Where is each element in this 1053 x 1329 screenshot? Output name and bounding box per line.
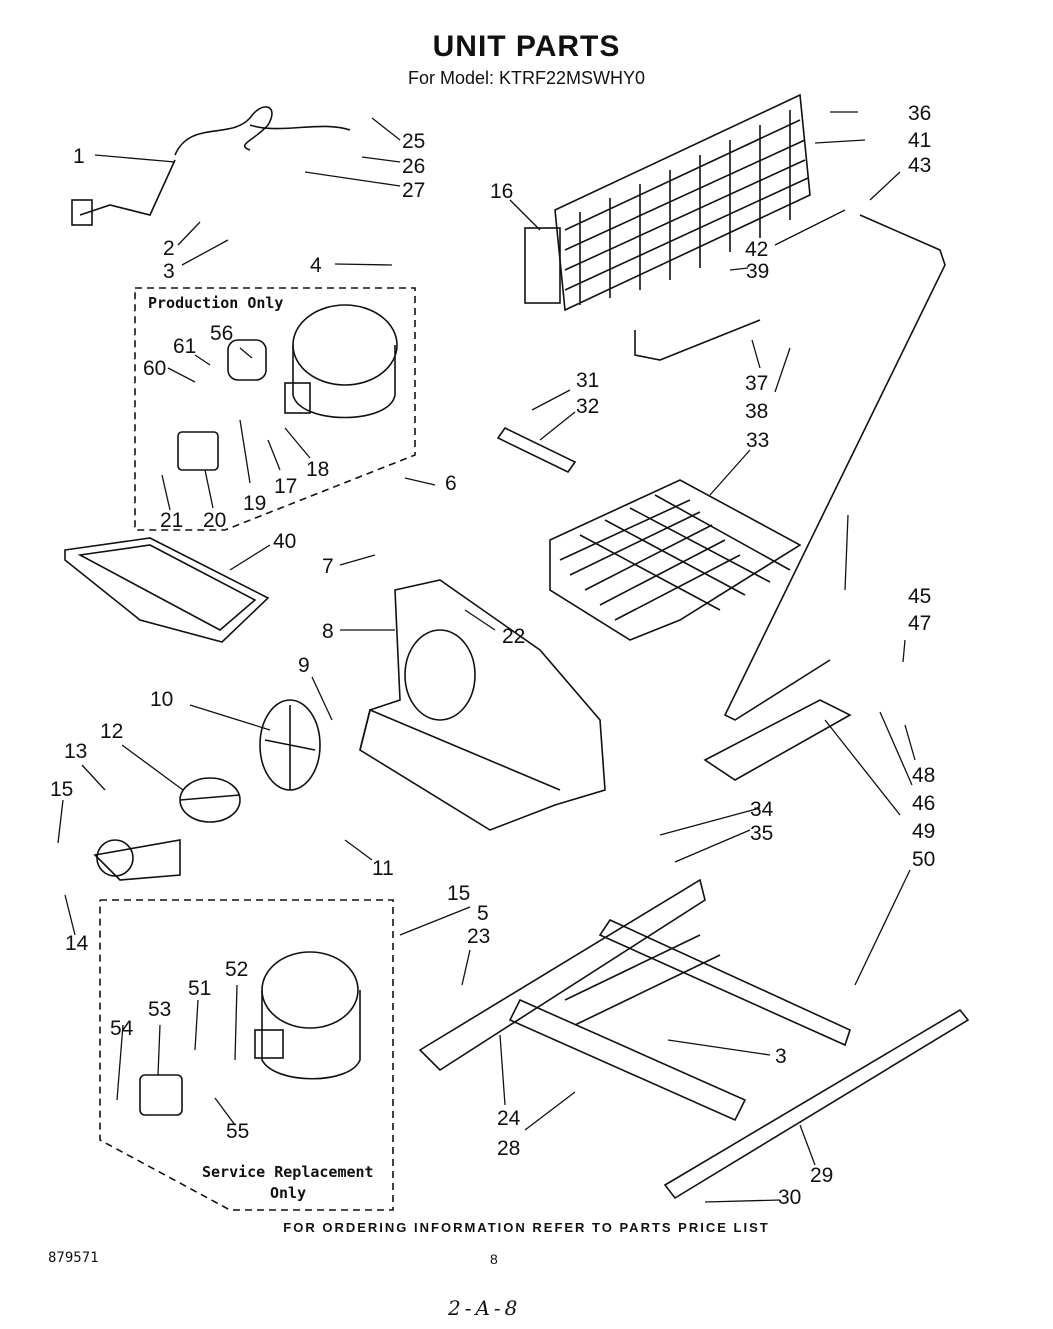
service-relay [139,1074,183,1116]
callout-26: 26 [402,155,425,178]
callout-54: 54 [110,1017,134,1040]
callout-8: 8 [322,620,334,643]
handwritten-note: 2-A-8 [448,1296,522,1320]
service-box-outline [99,899,394,1211]
callout-56: 56 [210,322,233,345]
callout-46: 46 [912,792,935,815]
callout-51: 51 [188,977,211,1000]
condenser-coil [524,93,811,312]
callout-61: 61 [173,335,196,358]
service-only-label: Only [270,1184,307,1202]
callout-6: 6 [445,472,457,495]
callout-20: 20 [203,509,226,532]
callout-37: 37 [745,372,768,395]
callout-14: 14 [65,932,89,955]
callout-3: 3 [163,260,175,283]
production-box-outline [134,287,416,531]
callout-28: 28 [497,1137,520,1160]
callout-22: 22 [502,625,525,648]
callout-36: 36 [908,102,931,125]
fan-blade [259,699,321,791]
document-number: 879571 [48,1250,99,1266]
callout-5: 5 [477,902,489,925]
fan-shroud [359,579,606,831]
callout-3b: 3 [775,1045,787,1068]
callout-53: 53 [148,998,171,1021]
callout-18: 18 [306,458,329,481]
bracket [703,699,852,781]
ordering-footer: FOR ORDERING INFORMATION REFER TO PARTS … [283,1220,770,1235]
callout-27: 27 [402,179,425,202]
callout-7: 7 [322,555,334,578]
callout-21: 21 [160,509,183,532]
compressor-production [284,304,398,419]
callout-47: 47 [908,612,931,635]
callout-2: 2 [163,237,175,260]
callout-60: 60 [143,357,166,380]
callout-38: 38 [745,400,768,423]
callout-1: 1 [73,145,85,168]
drier [496,426,577,474]
callout-43: 43 [908,154,931,177]
callout-24: 24 [497,1107,521,1130]
callout-30: 30 [778,1186,801,1209]
capacitor [227,339,267,381]
callout-33: 33 [746,429,769,452]
drain-pan [64,537,270,643]
callout-13: 13 [64,740,87,763]
callout-55: 55 [226,1120,249,1143]
model-subtitle: For Model: KTRF22MSWHY0 [407,68,646,88]
callout-41: 41 [908,129,931,152]
compressor-service [254,951,361,1080]
callout-52: 52 [225,958,248,981]
callout-31: 31 [576,369,599,392]
callout-23: 23 [467,925,490,948]
callout-39: 39 [746,260,769,283]
callout-40: 40 [273,530,296,553]
callout-45: 45 [908,585,931,608]
callout-11: 11 [372,857,394,880]
callout-35: 35 [750,822,773,845]
callout-9: 9 [298,654,310,677]
callout-15b: 15 [447,882,470,905]
callout-16: 16 [490,180,513,203]
callout-15a: 15 [50,778,73,801]
callout-29: 29 [810,1164,833,1187]
leader-lines [57,111,916,1203]
tubing [723,214,946,721]
callout-10: 10 [150,688,173,711]
service-replacement-label: Service Replacement [202,1163,374,1181]
callout-4: 4 [310,254,322,277]
fan-motor [93,777,241,881]
callout-42: 42 [745,238,768,261]
callout-19: 19 [243,492,266,515]
callout-48: 48 [912,764,935,787]
page-number: 8 [490,1251,498,1267]
production-only-label: Production Only [148,294,284,312]
callout-labels: 1 2 3 4 5 6 7 8 9 10 11 12 13 14 15 15 1… [50,102,935,1209]
callout-49: 49 [912,820,935,843]
power-cord [71,106,351,226]
callout-32: 32 [576,395,599,418]
callout-17: 17 [274,475,297,498]
rail [663,1008,970,1200]
callout-12: 12 [100,720,123,743]
callout-25: 25 [402,130,425,153]
base-frame [418,878,851,1122]
callout-34: 34 [750,798,774,821]
evaporator [549,479,802,641]
page-title: UNIT PARTS [432,30,621,63]
relay [177,431,219,471]
callout-50: 50 [912,848,935,871]
